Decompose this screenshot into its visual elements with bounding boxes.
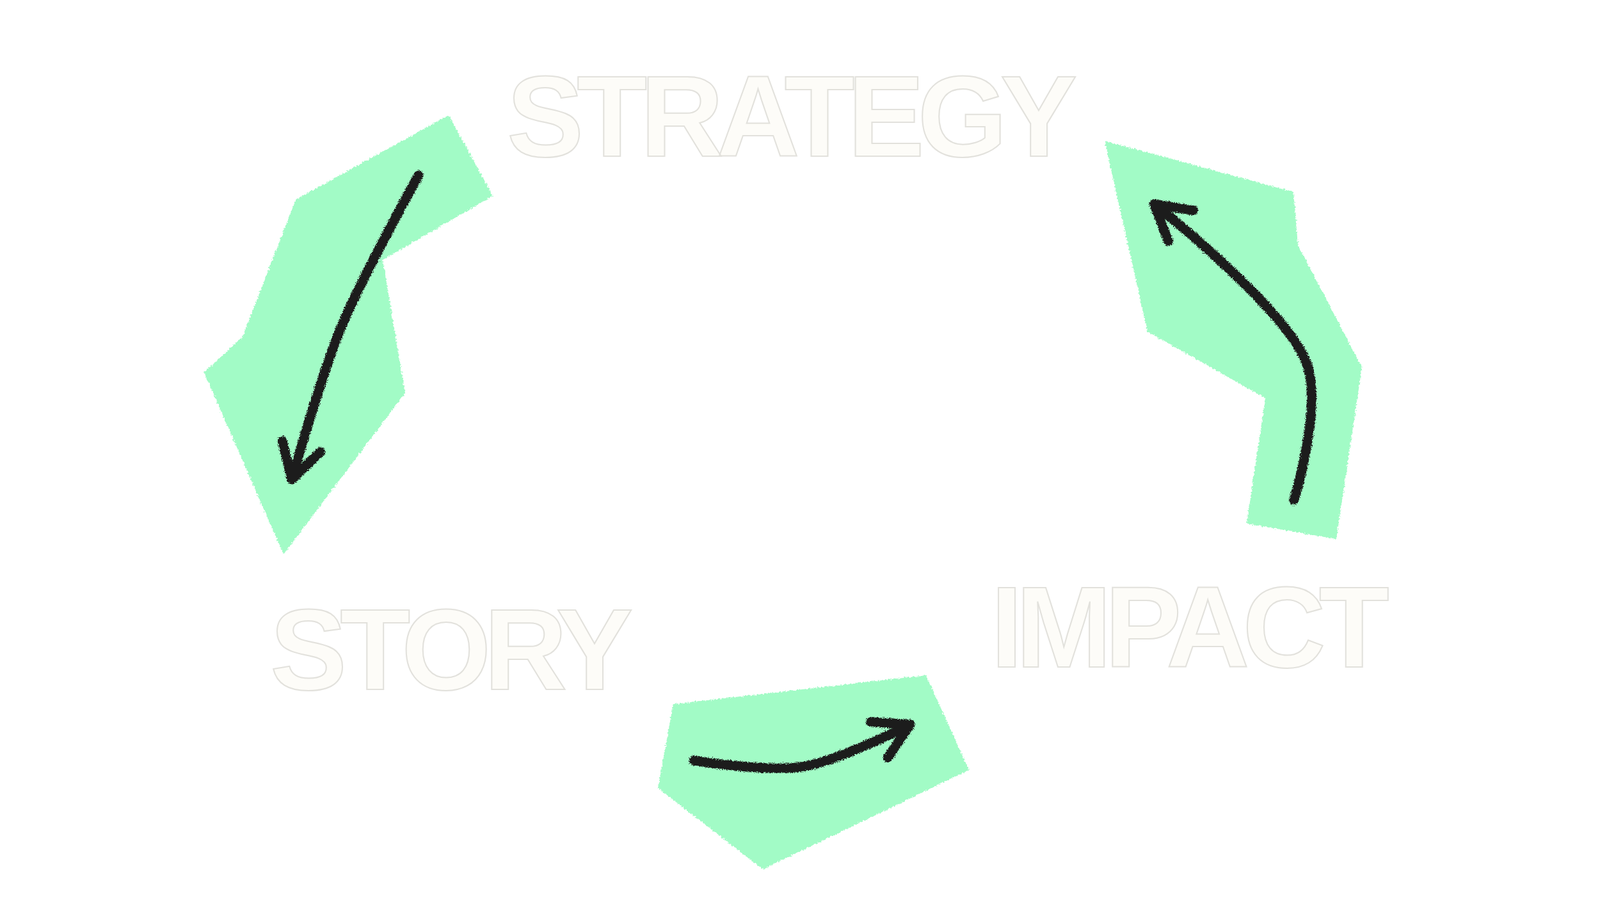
cycle-arrow [693, 721, 911, 769]
cycle-arrow [282, 175, 419, 480]
cycle-step: STORY [270, 592, 626, 708]
arrow-shaft [1153, 204, 1312, 500]
arrow-head [1153, 204, 1193, 242]
paper-patch [657, 675, 969, 870]
step-label: IMPACT [990, 569, 1383, 685]
cycle-step: STRATEGY [506, 58, 1071, 175]
cycle-arrow [1153, 204, 1312, 500]
arrow-shaft [291, 175, 419, 480]
step-label: STRATEGY [506, 58, 1071, 175]
arrow-shaft [693, 724, 911, 768]
paper-patch [204, 115, 493, 555]
arrow-head [870, 721, 911, 758]
arrow-head [282, 440, 321, 480]
cycle-step: IMPACT [990, 569, 1383, 685]
step-label: STORY [270, 592, 626, 708]
paper-patch [1104, 140, 1362, 539]
